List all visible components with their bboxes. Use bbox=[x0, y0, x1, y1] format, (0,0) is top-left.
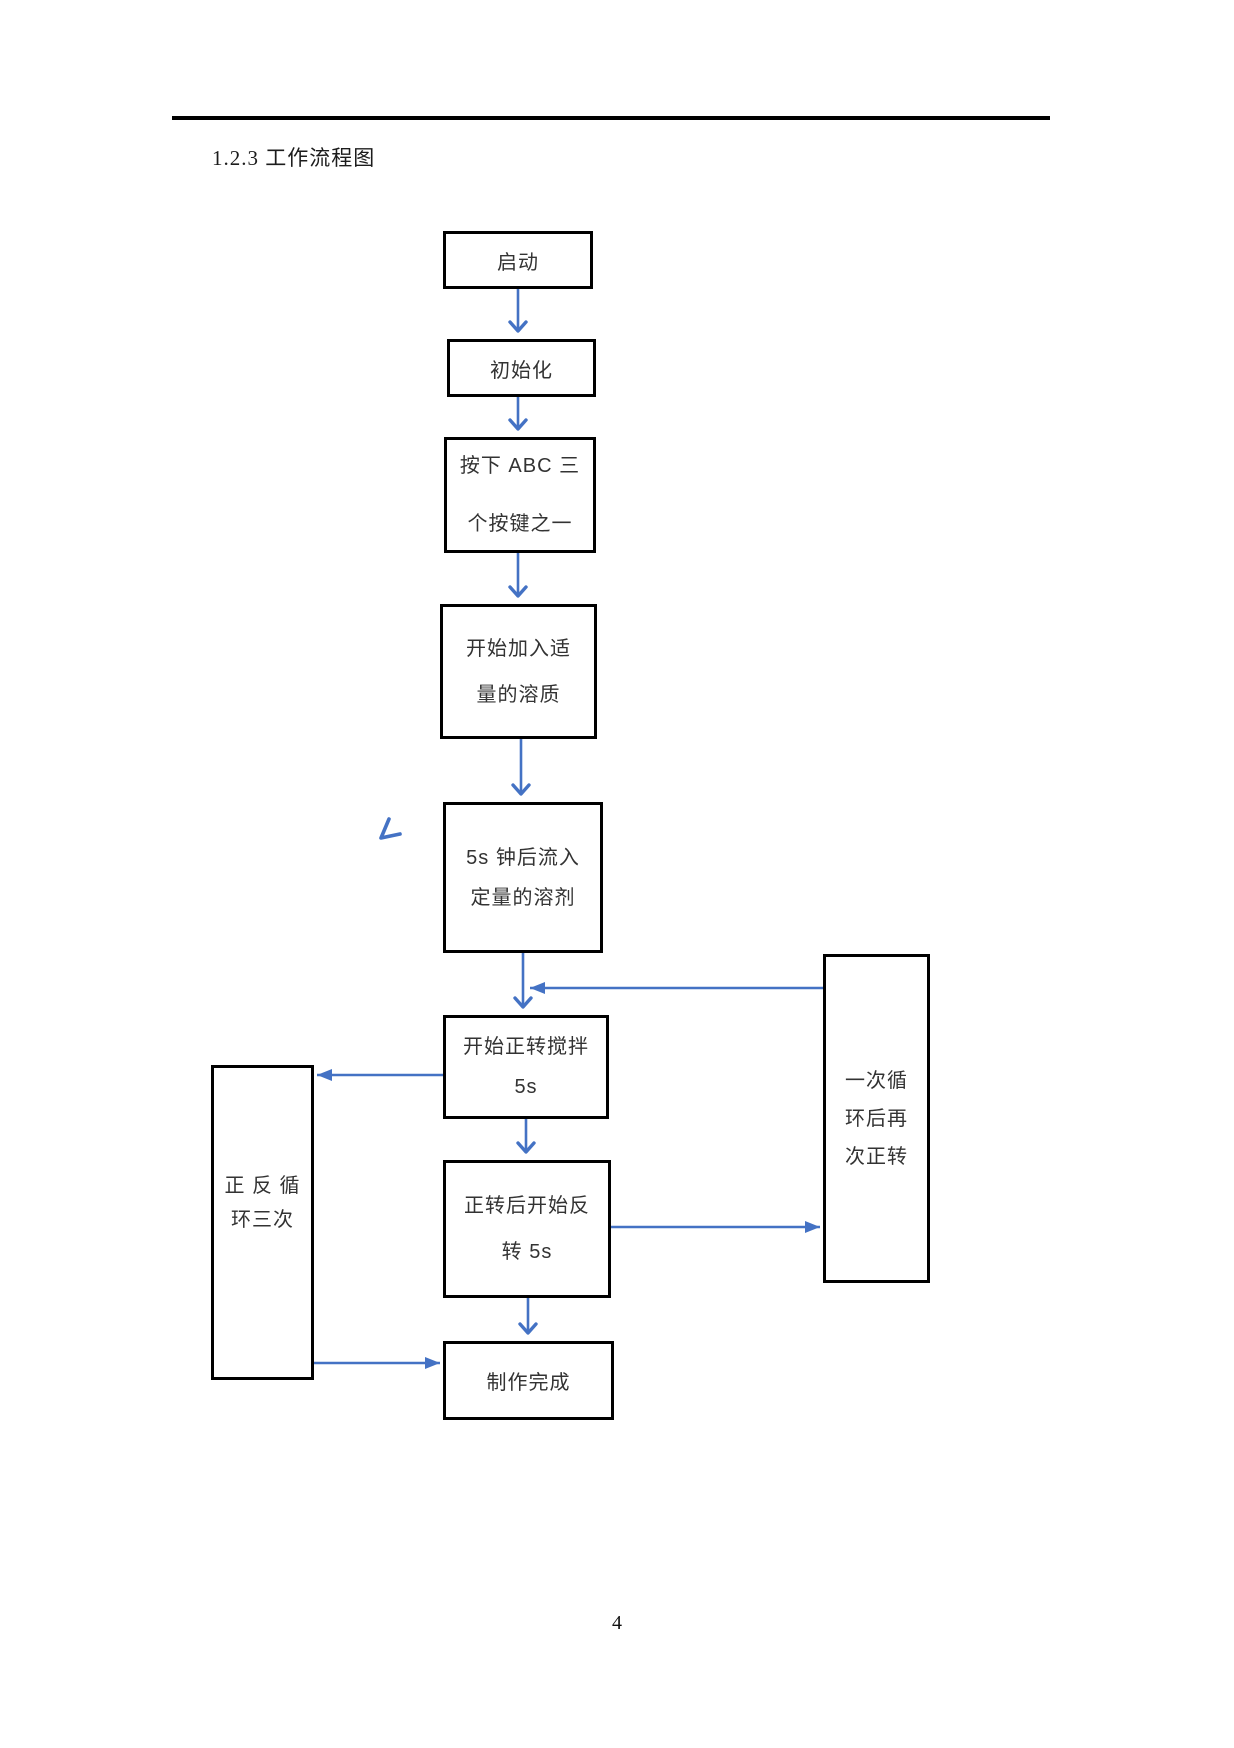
flow-node-add-solute-line2: 量的溶质 bbox=[476, 683, 561, 706]
pen-check-annotation bbox=[379, 817, 402, 840]
flow-node-start-label: 启动 bbox=[497, 251, 539, 274]
flow-node-initialize: 初始化 bbox=[447, 339, 596, 397]
flow-node-forward-after-cycle: 一次循 环后再 次正转 bbox=[823, 954, 930, 1283]
flow-node-cycle-three-times-line1: 正 反 循 bbox=[224, 1174, 301, 1197]
flow-node-initialize-label: 初始化 bbox=[490, 359, 553, 382]
flow-node-reverse-turn-line2: 转 5s bbox=[501, 1241, 553, 1263]
flow-node-cycle-three-times-line2: 环三次 bbox=[231, 1208, 294, 1231]
flow-node-forward-after-cycle-line2: 环后再 bbox=[845, 1107, 908, 1130]
flow-node-complete-label: 制作完成 bbox=[486, 1372, 571, 1394]
flow-node-add-solute-line1: 开始加入适 bbox=[466, 637, 571, 660]
header-rule bbox=[172, 116, 1050, 120]
page-number: 4 bbox=[612, 1612, 622, 1634]
flow-node-forward-after-cycle-line3: 次正转 bbox=[845, 1145, 908, 1168]
flow-node-reverse-turn: 正转后开始反 转 5s bbox=[443, 1160, 611, 1298]
flow-node-cycle-three-times: 正 反 循 环三次 bbox=[211, 1065, 314, 1380]
flow-node-add-solute: 开始加入适 量的溶质 bbox=[440, 604, 597, 739]
flow-node-forward-stir: 开始正转搅拌 5s bbox=[443, 1015, 609, 1119]
flow-node-start: 启动 bbox=[443, 231, 593, 289]
flow-node-forward-after-cycle-line1: 一次循 bbox=[845, 1069, 908, 1092]
flow-node-add-solvent-line2: 定量的溶剂 bbox=[470, 886, 576, 909]
flow-node-complete: 制作完成 bbox=[443, 1341, 614, 1420]
flow-node-add-solvent: 5s 钟后流入 定量的溶剂 bbox=[443, 802, 603, 953]
flow-node-forward-stir-line2: 5s bbox=[514, 1076, 538, 1098]
flow-node-forward-stir-line1: 开始正转搅拌 bbox=[463, 1036, 589, 1058]
flow-node-press-button-line2: 个按键之一 bbox=[467, 513, 573, 535]
flow-node-press-button-line1: 按下 ABC 三 bbox=[459, 455, 581, 477]
flow-node-press-button: 按下 ABC 三 个按键之一 bbox=[444, 437, 596, 553]
section-title: 1.2.3 工作流程图 bbox=[212, 146, 376, 170]
flow-node-add-solvent-line1: 5s 钟后流入 bbox=[466, 846, 580, 869]
flow-node-reverse-turn-line1: 正转后开始反 bbox=[464, 1195, 590, 1217]
